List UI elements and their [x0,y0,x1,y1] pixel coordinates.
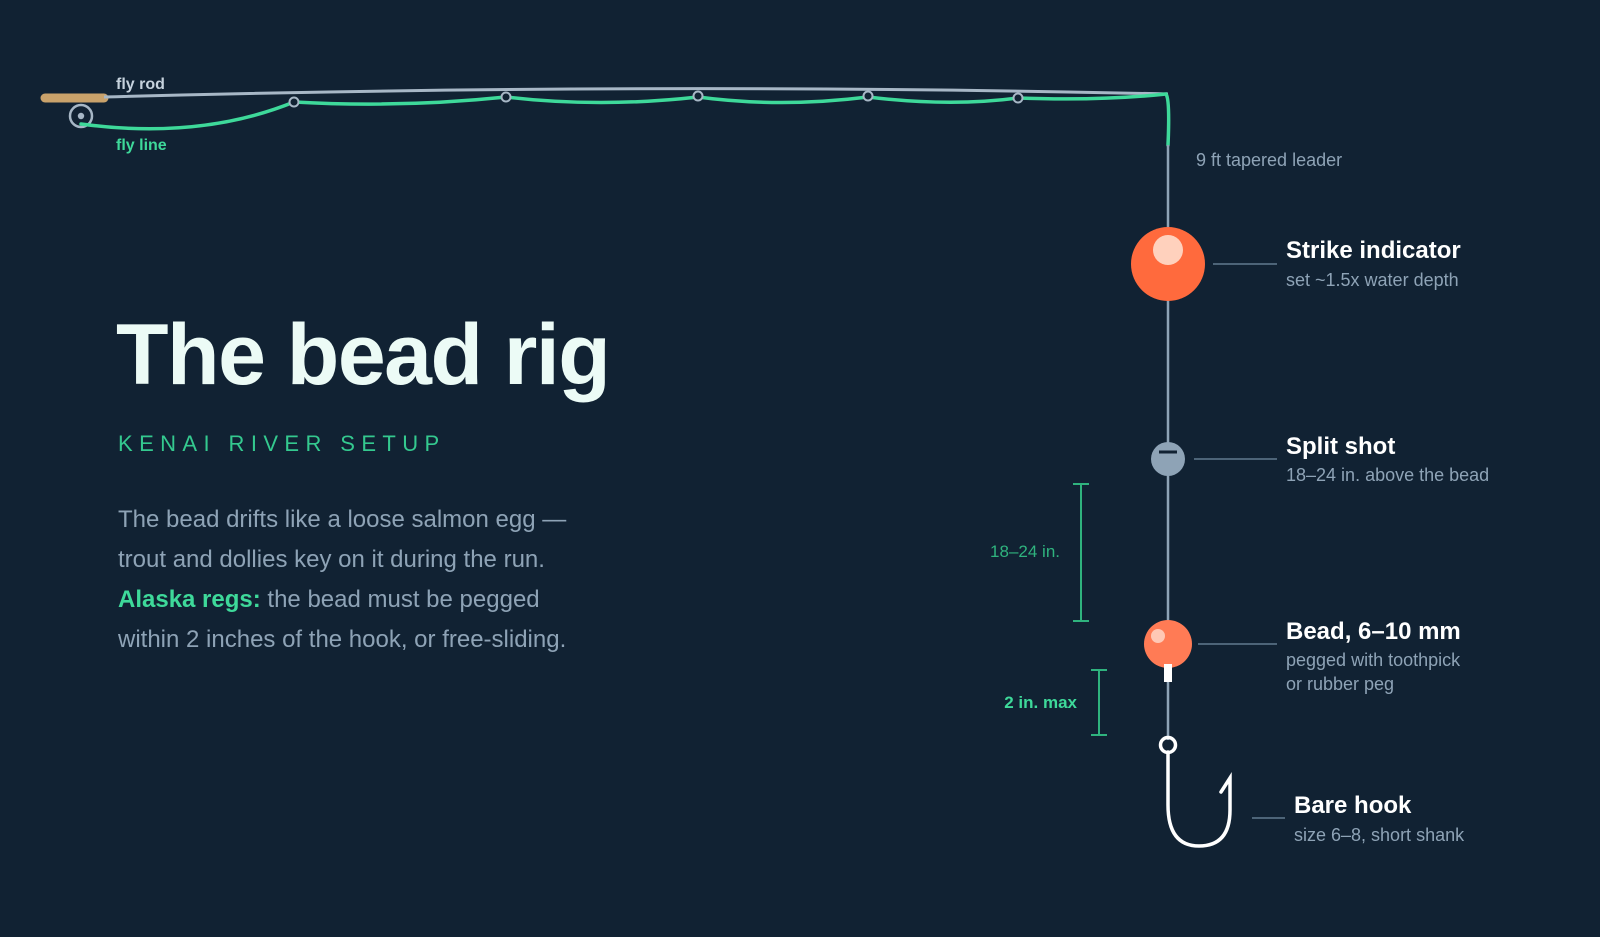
component-desc: size 6–8, short shank [1294,825,1465,845]
rod-guide [1012,92,1024,104]
description-text: the bead must be pegged within 2 inches … [118,586,567,653]
fly-rod-label: fly rod [116,76,165,93]
component-title: Bare hook [1294,792,1412,819]
fly-rod [103,87,1169,99]
component-desc: or rubber peg [1286,674,1394,694]
component-desc: pegged with toothpick [1286,650,1461,670]
component-title: Bead, 6–10 mm [1286,618,1461,645]
component-title: Strike indicator [1286,237,1461,264]
rod-guide [862,90,874,102]
bead-peg [1164,664,1172,682]
description-text: The bead drifts like a loose salmon egg … [118,506,567,573]
fly-line-label: fly line [116,137,167,154]
page-title: The bead rig [116,307,611,403]
rod-guide [500,91,512,103]
shot-to-bead-label: 18–24 in. [990,542,1060,561]
hook-icon [1158,735,1232,848]
strike-indicator [1131,227,1205,301]
split-shot [1151,442,1185,476]
reel-icon [68,103,94,129]
leader-label: 9 ft tapered leader [1196,150,1342,170]
rod-guide [692,90,704,102]
regulation-highlight: Alaska regs: [118,586,261,613]
component-desc: set ~1.5x water depth [1286,270,1459,290]
rod-guide [288,96,300,108]
bead-to-hook-label: 2 in. max [1004,693,1077,712]
fly-line [79,92,1171,147]
rod-guides [288,90,1024,108]
bead [1144,620,1192,682]
description: The bead drifts like a loose salmon egg … [118,500,588,660]
component-desc: 18–24 in. above the bead [1286,465,1489,485]
component-title: Split shot [1286,433,1395,460]
shot-to-bead-measure [1073,483,1089,622]
bead-to-hook-measure [1091,669,1107,736]
page-subtitle: KENAI RIVER SETUP [118,431,446,456]
